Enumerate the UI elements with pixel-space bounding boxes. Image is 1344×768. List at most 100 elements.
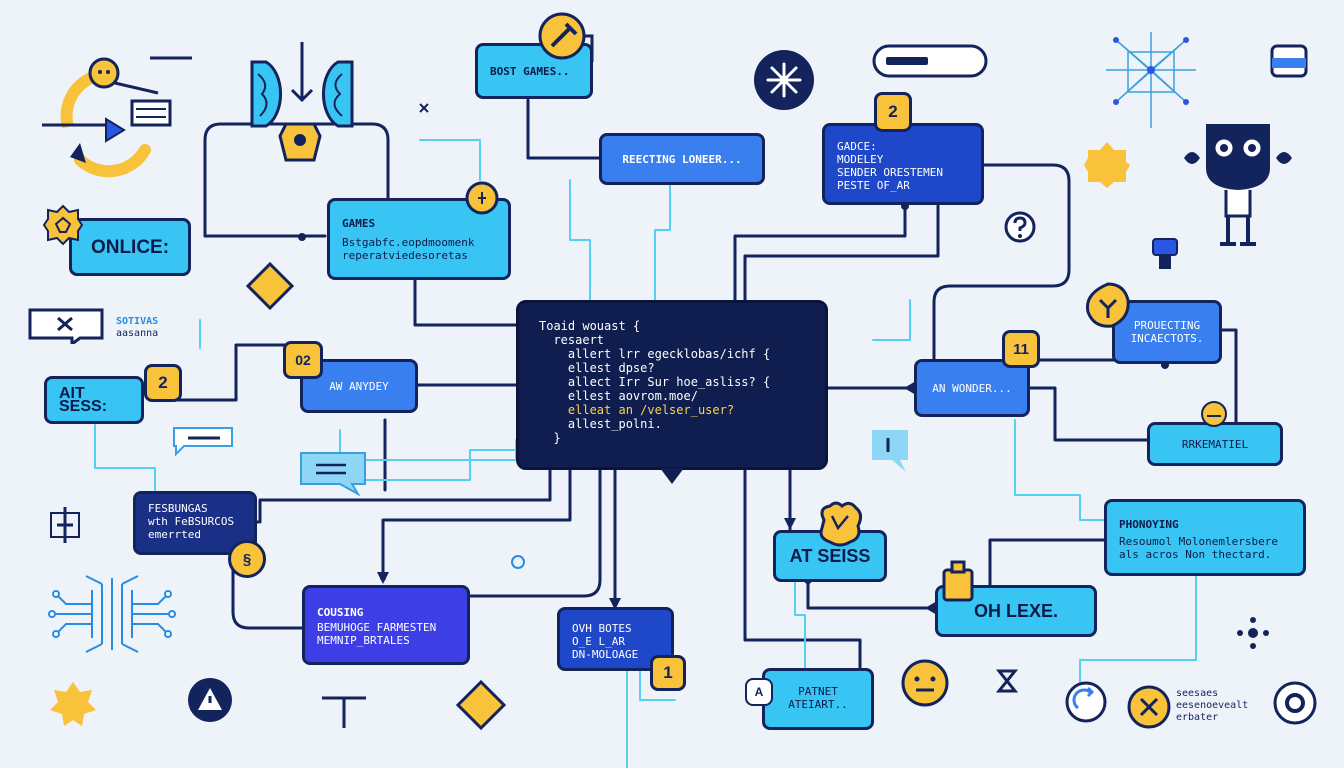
node-line: OVH BOTES (572, 622, 632, 635)
label-bottom-right-3: erbater (1176, 712, 1219, 723)
node-phonoying[interactable]: PHONOYING Resoumol Molonemlersbere als a… (1104, 499, 1306, 576)
node-title: RRKEMATIEL (1181, 437, 1249, 451)
node-cousing[interactable]: COUSING BEMUHOGE FARMESTEN MEMNIP_BRTALE… (302, 585, 470, 665)
node-title: AT SEISS (789, 545, 871, 566)
node-reremtiel[interactable]: RRKEMATIEL (1147, 422, 1283, 466)
node-reecting[interactable]: REECTING LONEER... (599, 133, 765, 185)
code-line: ellest dpse? (539, 361, 655, 375)
node-line: ATEIART.. (788, 698, 848, 711)
node-bost-games[interactable]: BOST GAMES.. (475, 43, 593, 99)
label-bottom-right-2: eesenoevealt (1176, 700, 1249, 711)
dots-icon (511, 555, 525, 569)
window-icon[interactable] (1270, 44, 1308, 78)
node-projecting[interactable]: PROUECTING INCAECTOTS. (1112, 300, 1222, 364)
node-line: GADCE: (837, 140, 877, 153)
badge-number: 1 (650, 655, 686, 691)
node-line: O_E L_AR (572, 635, 625, 648)
node-body-line: BEMUHOGE FARMESTEN (317, 621, 437, 634)
wrench-icon (538, 12, 594, 62)
node-line: wth FeBSURCOS (148, 515, 235, 528)
badge-text: 02 (295, 352, 311, 368)
code-panel: Toaid wouast { resaert allert lrr egeckl… (516, 300, 828, 470)
code-line: allert lrr egecklobas/ichf { (539, 347, 771, 361)
play-cycle-icon (42, 57, 172, 178)
network-star-icon (1106, 32, 1196, 128)
node-title: ONLICE: (90, 236, 170, 258)
divider-icon (150, 56, 192, 60)
gear-badge-icon (1085, 282, 1130, 328)
node-games[interactable]: GAMES Bstgabfc.eopdmoomenk reperatviedes… (327, 198, 511, 280)
node-title: BOST GAMES.. (490, 64, 570, 78)
node-body-line: Resoumol Molonemlersbere (1119, 535, 1278, 548)
node-title: OH LEXE. (973, 600, 1058, 621)
node-title: PHONOYING (1119, 518, 1179, 531)
label-sotivas-sub: aasanna (116, 328, 159, 339)
node-body-line: als acros Non thectard. (1119, 548, 1272, 561)
badge-text: 11 (1013, 340, 1029, 358)
node-ait-sess[interactable]: AIT SESS: (44, 376, 144, 424)
node-title: REECTING LONEER... (622, 152, 742, 166)
node-gadce[interactable]: GADCE: MODELEY SENDER ORESTEMEN PESTE OF… (822, 123, 984, 205)
badge-number: 2 (144, 364, 182, 402)
smile-icon (1201, 401, 1227, 427)
gear-badge-icon (50, 682, 96, 726)
badge-number: 11 (1002, 330, 1040, 368)
badge-number: 02 (283, 341, 323, 379)
node-body-line: reperatviedesoretas (342, 249, 468, 262)
gear-badge-icon (942, 560, 974, 602)
gear-badge-icon (465, 181, 499, 215)
brain-halves-icon (250, 42, 354, 162)
badge-text: A (754, 685, 764, 699)
code-line: resaert (539, 333, 605, 347)
code-line: ellest aovrom.moe/ (539, 389, 698, 403)
question-icon[interactable] (1003, 210, 1037, 244)
label-sotivas: SOTIVAS (116, 316, 159, 327)
node-line: SENDER ORESTEMEN (837, 166, 943, 179)
node-an-wonder[interactable]: AN WONDER... (914, 359, 1030, 417)
chat-bubble-icon (28, 308, 104, 344)
code-panel-tail (660, 468, 684, 484)
chat-bubble-icon (300, 452, 366, 496)
node-title: AN WONDER... (932, 381, 1012, 395)
badge-text: § (242, 550, 252, 568)
code-line: Toaid wouast { (539, 319, 641, 333)
badge-text: 2 (158, 373, 168, 392)
chat-bubble-icon (872, 430, 908, 472)
refresh-icon[interactable] (1272, 680, 1318, 726)
circuit-icon (48, 575, 176, 653)
code-line: } (539, 431, 561, 445)
node-line: PROUECTING (1133, 319, 1201, 332)
refresh-icon[interactable] (1064, 680, 1108, 724)
node-onlice[interactable]: ONLICE: (69, 218, 191, 276)
node-body-line: MEMNIP_BRTALES (317, 634, 410, 647)
smile-icon (901, 659, 949, 707)
diamond-icon (456, 680, 506, 730)
node-patnert[interactable]: PATNET ATEIART.. (762, 668, 874, 730)
close-x-icon[interactable] (752, 48, 816, 112)
dots-icon (1237, 617, 1269, 649)
code-line: allest_polni. (539, 417, 662, 431)
code-line: elleat an /velser_user? (539, 403, 735, 417)
node-title: AW ANYDEY (329, 379, 389, 393)
label-bottom-right-1: seesaes (1176, 688, 1219, 699)
close-x-icon[interactable] (1126, 684, 1172, 730)
hourglass-icon (996, 669, 1018, 693)
close-x-icon (419, 103, 429, 113)
search-bar-icon[interactable] (872, 44, 988, 78)
warning-icon (188, 678, 232, 722)
badge-text: 1 (663, 663, 673, 682)
node-line: PATNET (798, 685, 838, 698)
node-title: GAMES (342, 217, 376, 230)
node-line: emerrted (148, 528, 201, 541)
divider-icon (322, 696, 366, 728)
badge-text: 2 (888, 102, 898, 121)
diamond-icon (246, 262, 294, 310)
robot-icon (1152, 238, 1178, 269)
node-line: DN-MOLOAGE (572, 648, 639, 661)
gear-badge-icon (1084, 142, 1130, 188)
chat-bubble-icon (173, 427, 233, 456)
node-oh-lexe[interactable]: OH LEXE. (935, 585, 1097, 637)
node-line: PESTE OF_AR (837, 179, 910, 192)
node-title: COUSING (317, 606, 364, 619)
